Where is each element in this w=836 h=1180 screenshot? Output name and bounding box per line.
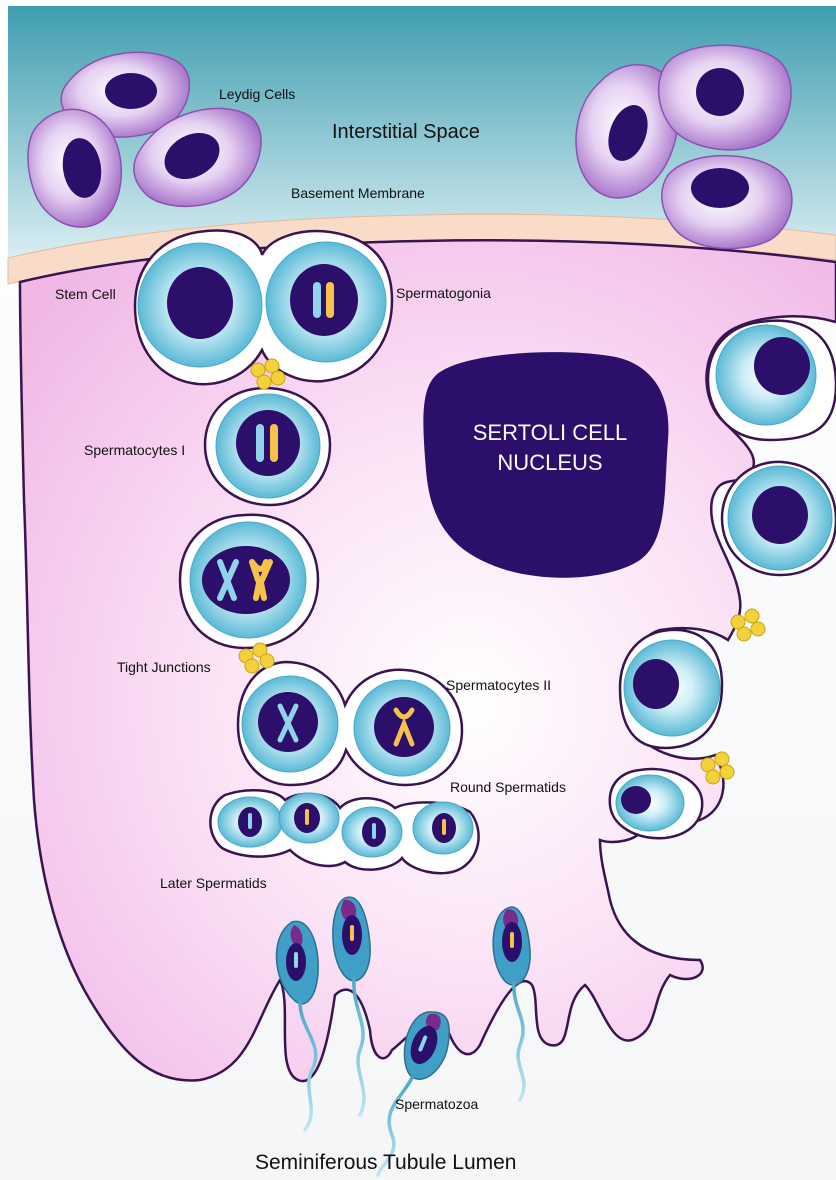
spermatocytes-2-label: Spermatocytes II bbox=[446, 678, 551, 692]
right-germ-cell bbox=[616, 775, 684, 831]
sertoli-nucleus-label: SERTOLI CELL NUCLEUS bbox=[440, 418, 660, 477]
right-germ-cell bbox=[728, 466, 832, 570]
round-spermatid bbox=[342, 807, 402, 857]
spermatocyte-2-cell bbox=[354, 680, 450, 776]
spermatocyte-2-cell bbox=[242, 676, 338, 772]
spermatocyte-1-dividing-cell bbox=[190, 522, 306, 638]
right-germ-cell bbox=[624, 640, 720, 736]
right-germ-cell bbox=[716, 325, 816, 425]
round-spermatid bbox=[218, 797, 282, 847]
leydig-cell bbox=[659, 45, 791, 150]
leydig-cells-label: Leydig Cells bbox=[219, 87, 295, 101]
sertoli-nucleus-label-line2: NUCLEUS bbox=[440, 448, 660, 478]
leydig-cell bbox=[662, 156, 792, 249]
spermatocyte-1-cell bbox=[216, 394, 320, 498]
interstitial-space-label: Interstitial Space bbox=[332, 122, 480, 142]
round-spermatids-label: Round Spermatids bbox=[450, 780, 566, 794]
later-spermatids-label: Later Spermatids bbox=[160, 876, 267, 890]
spermatocytes-1-label: Spermatocytes I bbox=[84, 443, 185, 457]
basement-membrane-label: Basement Membrane bbox=[291, 186, 425, 200]
stem-cell-label: Stem Cell bbox=[55, 287, 116, 301]
lumen-label: Seminiferous Tubule Lumen bbox=[255, 1152, 517, 1173]
spermatogonium-cell bbox=[266, 242, 386, 362]
round-spermatid bbox=[413, 802, 473, 854]
spermatogonia-label: Spermatogonia bbox=[396, 286, 491, 300]
sertoli-nucleus-label-line1: SERTOLI CELL bbox=[440, 418, 660, 448]
stem-cell bbox=[138, 243, 262, 367]
spermatozoa-label: Spermatozoa bbox=[395, 1097, 478, 1111]
tight-junctions-label: Tight Junctions bbox=[117, 660, 211, 674]
round-spermatid bbox=[279, 793, 339, 843]
